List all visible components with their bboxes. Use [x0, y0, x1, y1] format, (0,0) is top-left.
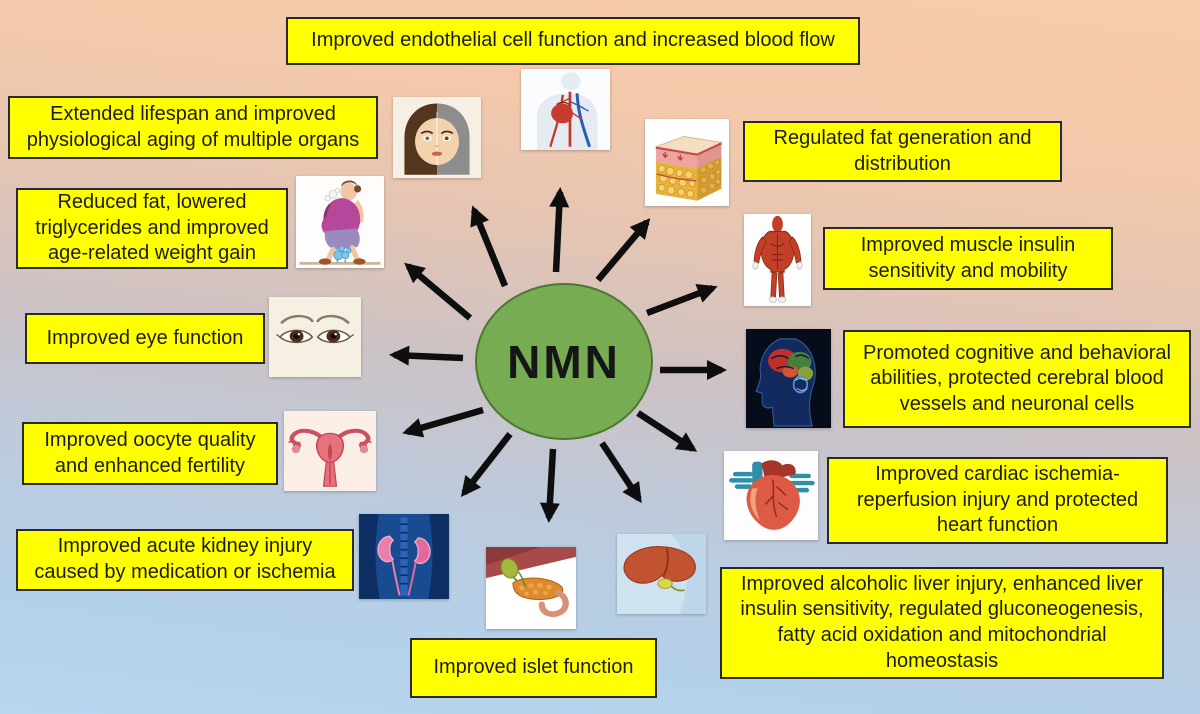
- center-label: NMN: [507, 335, 621, 388]
- arrow-down: [539, 448, 560, 523]
- center-node: NMN: [475, 283, 653, 440]
- obese-person-icon: [296, 176, 384, 268]
- label-regulated-fat: Regulated fat generation and distributio…: [743, 121, 1062, 182]
- arrow-down-left: [460, 432, 513, 497]
- arrow-up-left: [470, 205, 509, 288]
- liver-icon: [617, 534, 706, 614]
- arrow-left: [389, 345, 464, 366]
- pancreas-icon: [486, 547, 576, 629]
- label-reduced-fat: Reduced fat, lowered triglycerides and i…: [16, 188, 288, 269]
- brain-icon: [746, 329, 831, 428]
- kidneys-icon: [359, 514, 449, 599]
- label-endothelial: Improved endothelial cell function and i…: [286, 17, 860, 65]
- arrow-up-right: [595, 218, 651, 283]
- arrow-down-right: [599, 441, 642, 504]
- cardiovascular-system-icon: [521, 69, 610, 150]
- eyes-icon: [269, 297, 361, 377]
- label-oocyte: Improved oocyte quality and enhanced fer…: [22, 422, 278, 485]
- arrow-upper-left: [404, 262, 473, 321]
- label-cardiac: Improved cardiac ischemia-reperfusion in…: [827, 457, 1168, 544]
- uterus-icon: [284, 411, 376, 491]
- aging-face-icon: [393, 97, 481, 178]
- label-islet: Improved islet function: [410, 638, 657, 698]
- label-lifespan: Extended lifespan and improved physiolog…: [8, 96, 378, 159]
- label-eye: Improved eye function: [25, 313, 265, 364]
- arrow-upper-right: [645, 283, 718, 317]
- heart-icon: [724, 451, 818, 540]
- fat-tissue-icon: [645, 119, 729, 206]
- label-cognitive: Promoted cognitive and behavioral abilit…: [843, 330, 1191, 428]
- arrow-up: [549, 187, 570, 273]
- arrow-lower-left: [402, 406, 484, 438]
- label-kidney: Improved acute kidney injury caused by m…: [16, 529, 354, 591]
- label-liver: Improved alcoholic liver injury, enhance…: [720, 567, 1164, 679]
- arrow-lower-right: [636, 410, 698, 452]
- label-muscle: Improved muscle insulin sensitivity and …: [823, 227, 1113, 290]
- muscle-figure-icon: [744, 214, 811, 306]
